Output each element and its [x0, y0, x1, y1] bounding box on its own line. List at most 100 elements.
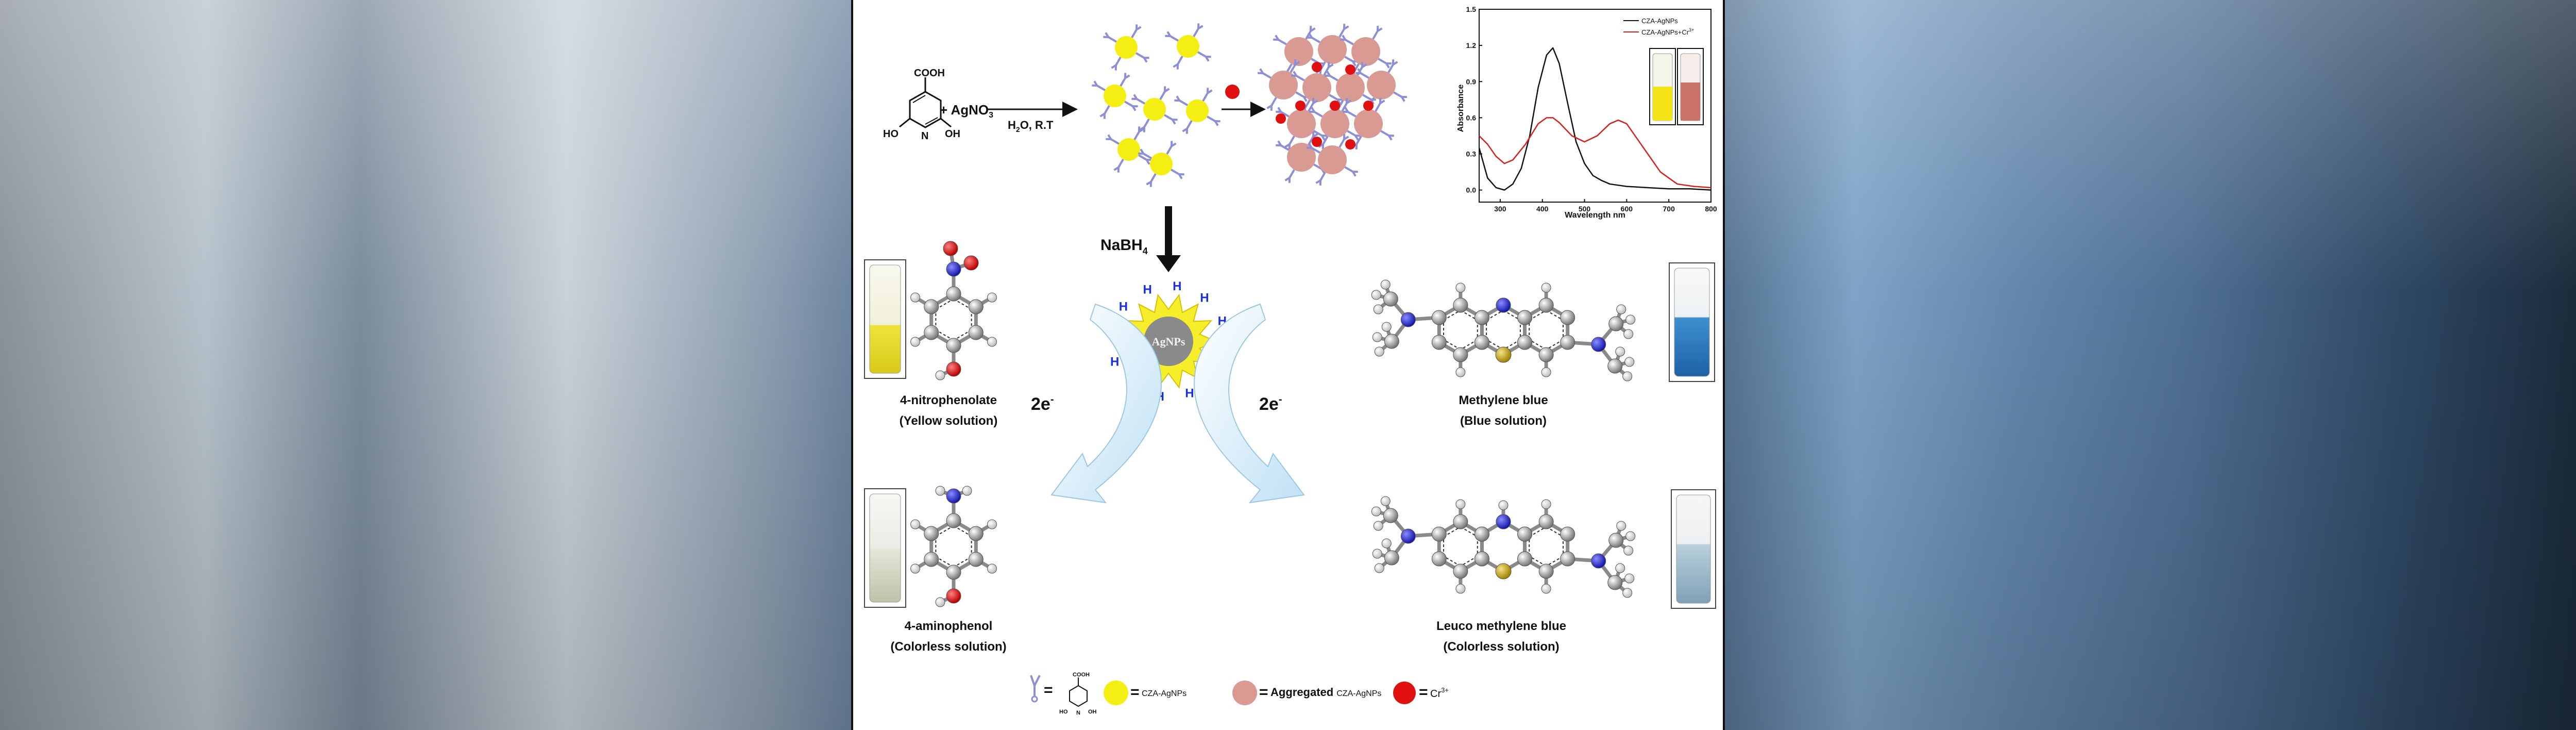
inset-vial-yellow [1649, 48, 1676, 125]
nabh4-label: NaBH4 [1100, 237, 1148, 256]
ligand-stem [1344, 56, 1353, 62]
atom-H [962, 486, 972, 496]
atom-H [1615, 346, 1625, 357]
atom-N [1496, 297, 1511, 313]
nanoparticle [1351, 37, 1380, 66]
atom-H [935, 597, 945, 607]
atom-C [1538, 514, 1554, 529]
atom-H [1624, 573, 1635, 584]
ligand-stem [1347, 111, 1357, 118]
atom-C [968, 325, 984, 340]
agno3-label: + AgNO3 [940, 102, 993, 120]
ligand-stem [1136, 52, 1145, 59]
ligand-stem [1375, 103, 1381, 112]
atom-O [963, 255, 979, 271]
ligand-stem [1362, 94, 1371, 101]
x-tick-label: 600 [1621, 205, 1633, 213]
legend-ligand-structure: COOH HO N OH [1059, 672, 1097, 716]
ligand-stem [1138, 154, 1147, 161]
ligand-stem [1286, 63, 1293, 73]
hydride-h: H [1110, 355, 1119, 369]
vial-blue-solution [1669, 262, 1715, 382]
atom-C [1607, 358, 1623, 374]
ligand-stem [1207, 115, 1216, 122]
ligand-stem [1150, 173, 1157, 182]
atom-C [924, 299, 939, 314]
ligand-stem [1136, 98, 1145, 105]
atom-C [1431, 310, 1447, 325]
cr-ion [1312, 137, 1322, 147]
ho-label: HO [883, 128, 899, 140]
atom-H [910, 563, 921, 574]
svg-text:COOH: COOH [1073, 672, 1090, 678]
ligand-stem [1280, 144, 1290, 151]
ligand-stem [1344, 166, 1353, 173]
nanoparticle [1117, 138, 1140, 161]
ligand-stem [1270, 97, 1277, 106]
molecule-4-nitrophenolate [910, 241, 997, 380]
series-line-1 [1478, 47, 1711, 191]
curved-arrow-right [1194, 303, 1305, 504]
atom-C [1474, 526, 1489, 542]
atom-H [1541, 367, 1551, 377]
ligand-stem [1355, 136, 1362, 145]
svg-text:N: N [1076, 710, 1080, 716]
atom-H [1616, 304, 1626, 314]
ligand-stem [1289, 169, 1295, 178]
ligand-stem [1159, 91, 1166, 100]
y-tick-label: 1.5 [1466, 5, 1477, 13]
ligand-stem [1120, 77, 1126, 87]
ligand-stem [1329, 75, 1338, 81]
atom-H [1372, 332, 1382, 342]
atom-H [1498, 500, 1509, 510]
n-label: N [921, 130, 928, 142]
atom-H [910, 292, 921, 303]
atom-C [1538, 297, 1554, 313]
legend-entry-czaagnps: CZA-AgNPs [1641, 17, 1678, 25]
atom-C [1431, 526, 1447, 542]
nanoparticle [1177, 35, 1199, 58]
legend-ligand-equals: = [1044, 682, 1053, 699]
chart-xlabel: Wavelength nm [1565, 211, 1625, 220]
ligand-stem [1104, 105, 1110, 114]
atom-H [1380, 279, 1391, 290]
atom-H [987, 337, 997, 347]
ligand-stem [1296, 75, 1305, 81]
atom-H [1371, 506, 1381, 517]
chart-legend: CZA-AgNPs CZA-AgNPs+Cr3+ [1623, 17, 1694, 36]
atom-C [1383, 508, 1398, 523]
atom-H [987, 292, 997, 303]
atom-C [1517, 335, 1533, 350]
atom-N [1591, 337, 1606, 352]
nanoparticle [1186, 99, 1209, 122]
ligand-stem [1280, 111, 1290, 118]
atom-H [1455, 499, 1466, 509]
atom-H [935, 370, 945, 380]
nanoparticle [1318, 35, 1347, 64]
atom-H [1371, 290, 1381, 300]
ligand-stem [1171, 169, 1180, 175]
atom-H [1541, 584, 1551, 594]
ligand-stem [1115, 57, 1122, 66]
atom-H [1625, 314, 1636, 325]
ligand-stem [1380, 130, 1389, 137]
label-aminophenol: 4-aminophenol [905, 619, 993, 633]
ligand-stem [1289, 136, 1295, 145]
atom-H [935, 486, 945, 496]
ligand-stem [1197, 51, 1207, 58]
legend-aggregated-dot [1232, 681, 1257, 705]
atom-C [1474, 551, 1489, 567]
ligand-stem [1322, 136, 1329, 145]
ligand-stem [1278, 39, 1287, 45]
legend-cr-label: Cr3+ [1430, 686, 1449, 700]
atom-H [1616, 521, 1626, 531]
chart-series [1478, 47, 1711, 191]
chart-ylabel: Absorbance [1456, 85, 1465, 132]
atom-H [910, 337, 921, 347]
plot-frame [1479, 9, 1711, 203]
ligand-stem [1179, 99, 1188, 106]
ligand-stem [1202, 92, 1209, 102]
atom-C [1538, 563, 1554, 579]
